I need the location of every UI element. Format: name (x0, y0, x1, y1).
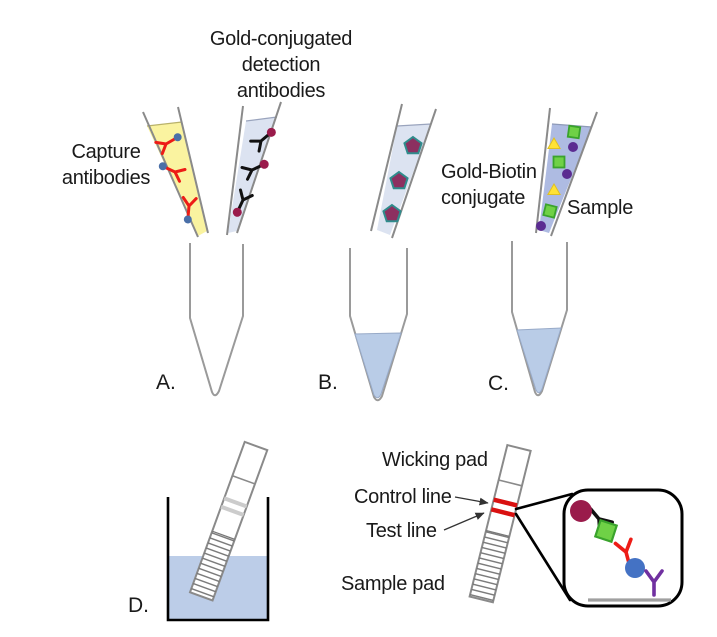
detection-antibody-tip (226, 101, 282, 236)
sample-analyte-square-icon (552, 155, 566, 169)
dipped-strip-faint-test-line (220, 504, 245, 517)
zoom-line (514, 492, 574, 511)
capture-tip-liquid-surface (146, 121, 183, 127)
capture-antibody-icon (158, 158, 187, 183)
dipped-strip (188, 440, 269, 602)
gold-biotin-liquid-surface (396, 123, 432, 127)
sample-tip-wall (535, 107, 551, 234)
capture-tip-wall (177, 106, 209, 234)
text-labels: Gold-conjugated detection antibodies Cap… (62, 28, 634, 617)
inset-analyte-square (593, 518, 619, 544)
beaker-d (166, 440, 270, 622)
title-line-1: Gold-conjugated (210, 28, 352, 50)
inset-gold-nanoparticle (570, 500, 592, 522)
dipped-strip-pad-edge (212, 530, 235, 540)
control-line-stripe (493, 497, 518, 508)
step-d-label: D. (128, 594, 149, 617)
sample-circle-icon (562, 169, 572, 179)
control-line-pointer-arrow (454, 496, 489, 506)
sample-analyte-square-icon (542, 203, 558, 219)
sample-label: Sample (567, 197, 633, 219)
dipped-strip-sample-pad (190, 531, 235, 600)
annotated-strip-wicking-divider (498, 479, 523, 487)
annotated-strip (443, 443, 532, 604)
sample-tip-wall (550, 111, 598, 237)
capture-antibody-icon (179, 195, 198, 224)
capture-antibodies-label-line-2: antibodies (62, 167, 150, 189)
biotin-dot-icon (158, 162, 167, 171)
sample-circle-icon (568, 142, 578, 152)
capture-antibody-tip (142, 106, 209, 238)
wicking-pad-label: Wicking pad (382, 449, 488, 471)
tube-b-liquid (354, 332, 402, 399)
beaker-outline (166, 497, 270, 622)
control-line-label: Control line (354, 486, 452, 508)
title-line-2: detection (242, 54, 320, 76)
biotin-dot-icon (183, 215, 192, 224)
annotated-strip-pad-edge (485, 529, 510, 537)
step-b-label: B. (318, 371, 338, 394)
sample-tip (535, 107, 598, 237)
tube-c-liquid (516, 327, 562, 394)
title-line-3: antibodies (237, 80, 325, 102)
tube-b (349, 248, 408, 402)
gold-particle-dot-icon (266, 127, 276, 137)
capture-antibody-icon (154, 130, 183, 156)
annotated-strip-sample-pad (469, 530, 510, 603)
test-line-pointer-arrow (443, 512, 485, 531)
tube-c (511, 241, 568, 397)
test-line-label: Test line (366, 520, 437, 542)
gold-biotin-label-line-1: Gold-Biotin (441, 161, 537, 183)
detection-antibody-icon (249, 125, 278, 153)
sample-analyte-square-icon (566, 124, 582, 140)
biotin-dot-icon (173, 133, 182, 142)
step-c-label: C. (488, 372, 509, 395)
detection-tip-liquid-surface (245, 116, 278, 122)
sample-pad-label: Sample pad (341, 573, 445, 595)
detection-antibody-icon (240, 156, 269, 181)
gold-particle-dot-icon (232, 207, 242, 217)
detection-antibody-icon (229, 188, 254, 217)
test-line-stripe (490, 507, 516, 518)
gold-biotin-label-line-2: conjugate (441, 187, 525, 209)
dipped-strip-wicking-divider (232, 474, 256, 485)
inset-streptavidin-bead (625, 558, 645, 578)
detection-tip-wall (226, 105, 244, 236)
dipped-strip-faint-control-line (223, 496, 248, 509)
gold-particle-dot-icon (259, 159, 269, 169)
magnified-inset (514, 488, 684, 608)
sample-circle-icon (536, 221, 546, 231)
gold-biotin-tip (370, 103, 437, 239)
tube-a-outline (189, 243, 244, 397)
gold-biotin-tip-wall (370, 103, 403, 232)
capture-antibodies-label-line-1: Capture (71, 141, 140, 163)
zoom-line (514, 512, 572, 602)
step-a-label: A. (156, 371, 176, 394)
tube-a (189, 243, 244, 397)
